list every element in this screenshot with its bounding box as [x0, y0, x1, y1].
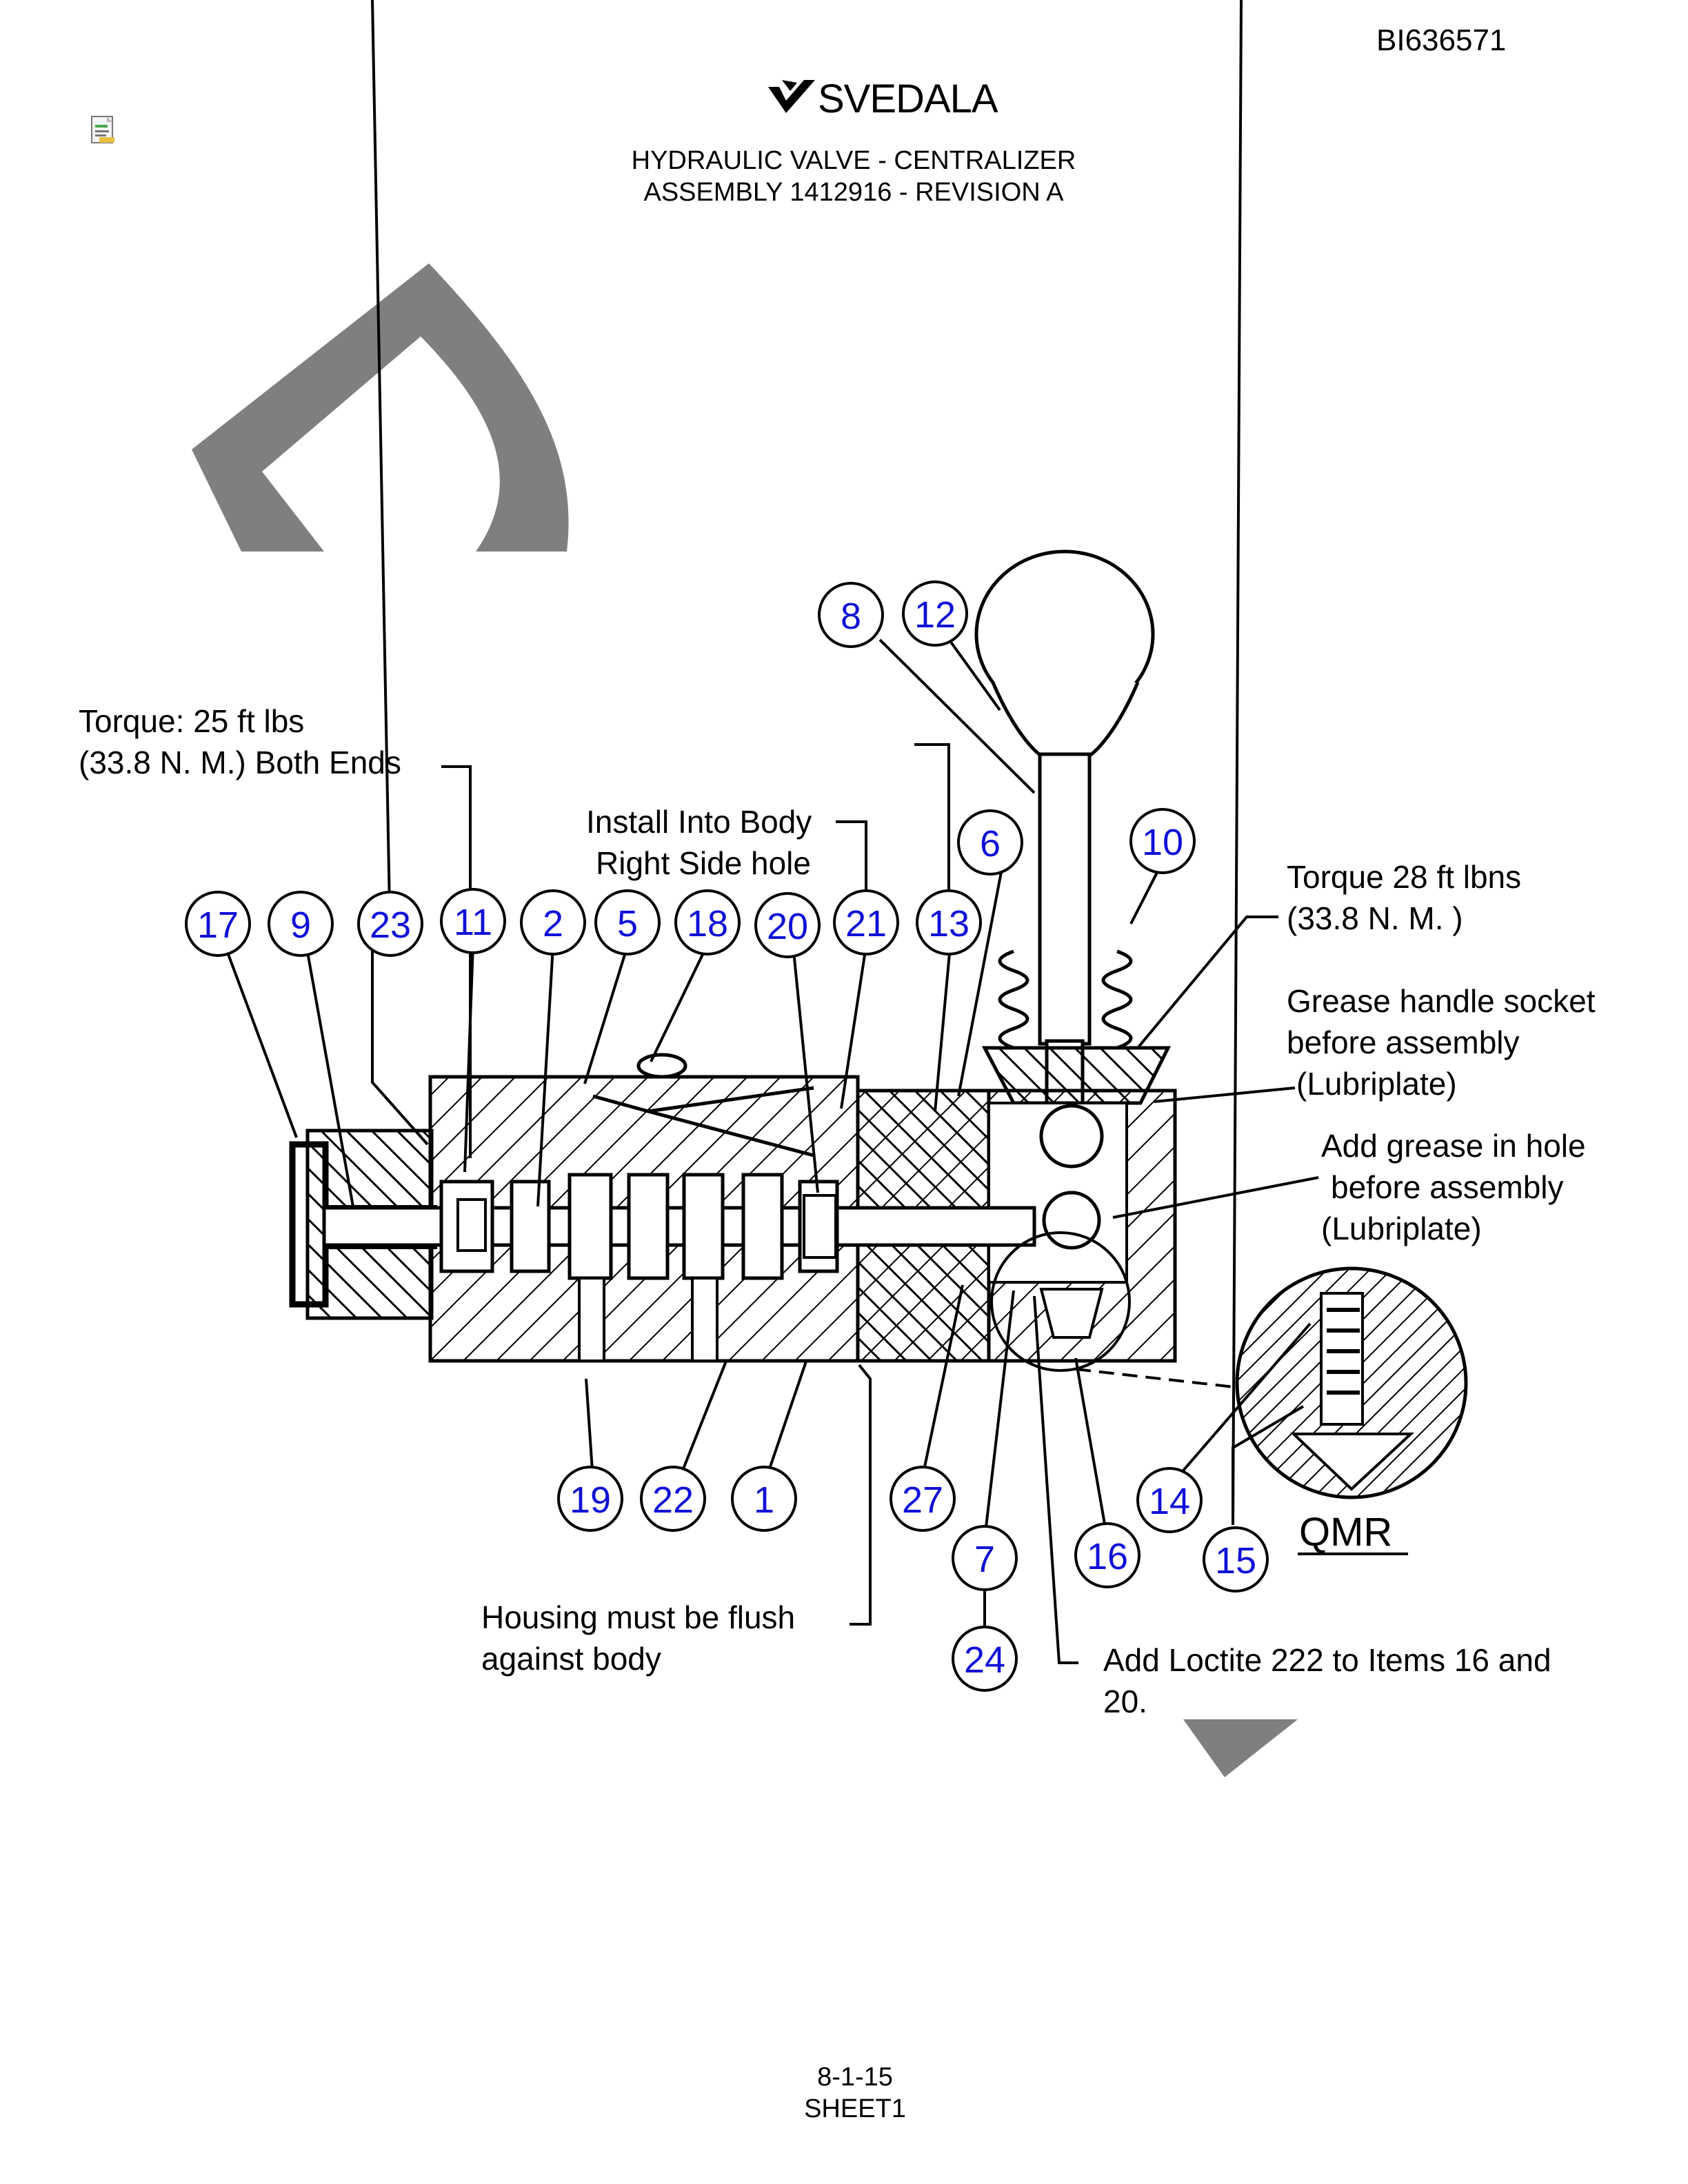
svg-text:16: 16	[1087, 1536, 1128, 1577]
svg-text:19: 19	[570, 1479, 611, 1521]
svedala-logo-icon	[768, 80, 815, 113]
drawing-title-line-1: HYDRAULIC VALVE - CENTRALIZER	[631, 146, 1076, 175]
svg-text:18: 18	[687, 903, 728, 944]
note-housing-flush: Housing must be flush against body	[481, 1599, 796, 1677]
svg-text:21: 21	[845, 903, 887, 944]
svg-text:7: 7	[974, 1539, 995, 1580]
callout-23: 23	[357, 891, 423, 957]
note-loctite: Add Loctite 222 to Items 16 and 20.	[1103, 1642, 1551, 1719]
svg-text:5: 5	[617, 903, 638, 944]
callout-16: 16	[1074, 1522, 1141, 1588]
callout-8: 8	[818, 582, 884, 648]
svg-text:17: 17	[197, 904, 239, 946]
svg-text:24: 24	[964, 1639, 1005, 1681]
svg-text:11: 11	[454, 902, 492, 943]
callout-1: 1	[731, 1466, 797, 1532]
callout-22: 22	[640, 1466, 706, 1532]
svg-text:27: 27	[902, 1479, 943, 1521]
callout-18: 18	[674, 889, 741, 956]
spool	[322, 1173, 1036, 1362]
note-torque-ends: Torque: 25 ft lbs (33.8 N. M.) Both Ends	[79, 703, 401, 780]
drawing-title-line-2: ASSEMBLY 1412916 - REVISION A	[643, 178, 1064, 207]
svg-text:23: 23	[370, 904, 411, 946]
note-grease-hole: Add grease in hole before assembly (Lubr…	[1321, 1128, 1586, 1246]
callout-17: 17	[185, 891, 251, 957]
svg-text:8: 8	[841, 596, 861, 637]
document-icon[interactable]	[88, 114, 120, 146]
note-torque-handle: Torque 28 ft lbns (33.8 N. M. )	[1287, 859, 1522, 936]
callout-14: 14	[1136, 1467, 1203, 1533]
svg-text:22: 22	[652, 1479, 694, 1521]
callout-27: 27	[890, 1466, 956, 1532]
callout-15: 15	[1203, 1526, 1269, 1593]
sheet-label: SHEET1	[804, 2094, 906, 2123]
callout-6: 6	[957, 809, 1023, 876]
svg-text:2: 2	[543, 903, 563, 944]
svg-text:20: 20	[767, 906, 808, 947]
callout-12: 12	[902, 580, 968, 647]
callout-11: 11	[440, 888, 506, 954]
callout-9: 9	[268, 891, 334, 957]
svg-text:10: 10	[1142, 822, 1183, 863]
document-id: BI636571	[1376, 23, 1507, 57]
callout-19: 19	[557, 1466, 623, 1532]
detail-view: QMR	[990, 1231, 1468, 1555]
callout-24: 24	[952, 1626, 1018, 1692]
leader-lines	[221, 0, 1319, 1664]
page-number: 8-1-15	[817, 2063, 893, 2092]
detail-label: QMR	[1299, 1510, 1392, 1555]
note-grease-handle-socket: Grease handle socket before assembly (Lu…	[1287, 983, 1596, 1102]
callout-20: 20	[754, 892, 821, 958]
handle	[974, 549, 1155, 1105]
svg-text:9: 9	[290, 904, 311, 946]
callout-21: 21	[833, 889, 899, 956]
callout-7: 7	[952, 1525, 1018, 1591]
brand-name: SVEDALA	[818, 77, 998, 121]
callout-5: 5	[594, 889, 661, 956]
svg-text:13: 13	[928, 903, 969, 944]
callout-13: 13	[916, 889, 982, 956]
svg-text:1: 1	[754, 1479, 774, 1521]
svg-text:15: 15	[1215, 1540, 1256, 1581]
callout-bubbles: 8 12 6 10 17 9 23 11 2 5 18 20 21 13 19 …	[185, 580, 1269, 1692]
watermark	[192, 263, 1298, 1777]
svg-text:14: 14	[1149, 1481, 1190, 1522]
callout-2: 2	[520, 889, 586, 956]
svg-text:12: 12	[914, 594, 956, 636]
note-install-into-body: Install Into Body Right Side hole	[586, 804, 812, 881]
callout-10: 10	[1129, 808, 1196, 874]
svg-text:6: 6	[980, 823, 1001, 865]
